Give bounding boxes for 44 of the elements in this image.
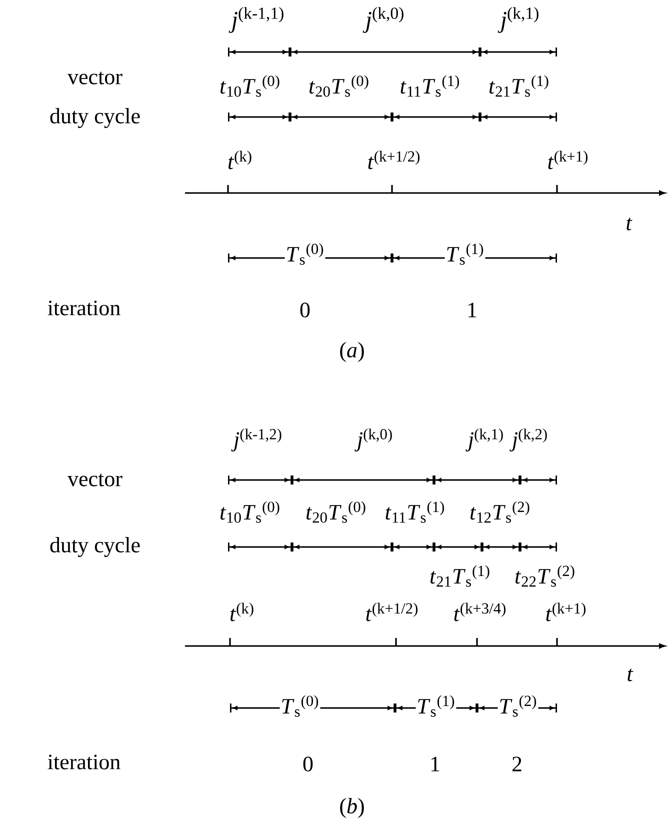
symbol-label: j$^{(k-1,1)}$ (228, 7, 284, 33)
duration-label: T$_{s}$(2) (498, 694, 538, 718)
axis-label: t (626, 218, 632, 230)
symbol-label: t$_{11}$T$_{s}$(1) (400, 75, 459, 97)
row-label: vector (68, 474, 122, 486)
symbol-label: t$_{10}$T$_{s}$(0) (220, 501, 280, 523)
duration-label: T$_{s}$(1) (444, 242, 486, 266)
row-label: duty cycle (50, 537, 140, 558)
time-label: t$^{(k+1/2)}$ (368, 150, 420, 170)
symbol-label: t$_{10}$T$_{s}$(0) (220, 75, 280, 97)
duration-label: T$_{s}$(0) (284, 242, 326, 266)
row-label: iteration (48, 300, 120, 316)
symbol-label: t$_{20}$T$_{s}$(0) (306, 501, 366, 523)
symbol-label: j$^{(k,0)}$ (354, 428, 392, 452)
symbol-label: t$_{22}$T$_{s}$(2) (516, 565, 574, 587)
axis-label: t (628, 668, 634, 682)
symbol-label: t$_{21}$T$_{s}$(1) (490, 75, 548, 97)
symbol-label: t$_{11}$T$_{s}$(1) (386, 501, 444, 523)
row-label: vector (68, 72, 122, 84)
iteration-number: 1 (468, 302, 476, 318)
symbol-label: j$^{(k,1)}$ (466, 428, 503, 452)
time-label: t$^{(k+1/2)}$ (366, 602, 418, 622)
time-label: t$^{(k)}$ (228, 150, 252, 170)
iteration-number: 1 (431, 756, 440, 772)
time-label: t$^{(k+1)}$ (548, 150, 588, 170)
symbol-label: j$^{(k,1)}$ (498, 7, 538, 33)
symbol-label: t$_{12}$T$_{s}$(2) (470, 501, 530, 523)
symbol-label: t$_{20}$T$_{s}$(0) (310, 75, 368, 97)
symbol-label: j$^{(k,0)}$ (362, 7, 404, 33)
iteration-number: 0 (303, 756, 313, 772)
row-label: iteration (48, 754, 120, 770)
symbol-label: j$^{(k,2)}$ (510, 428, 547, 452)
time-label: t$^{(k)}$ (230, 602, 254, 622)
symbol-label: j$^{(k-1,2)}$ (231, 428, 282, 452)
symbol-label: t$_{21}$T$_{s}$(1) (430, 565, 490, 587)
duration-label: T$_{s}$(1) (416, 694, 456, 718)
iteration-number: 2 (512, 756, 522, 772)
panel-caption: (a) (340, 342, 364, 362)
time-label: t$^{(k+1)}$ (546, 602, 586, 622)
row-label: duty cycle (50, 108, 140, 128)
time-label: t$^{(k+3/4)}$ (454, 602, 506, 622)
duration-label: T$_{s}$(0) (280, 694, 320, 718)
iteration-number: 0 (300, 302, 310, 318)
panel-caption: (b) (340, 798, 364, 818)
